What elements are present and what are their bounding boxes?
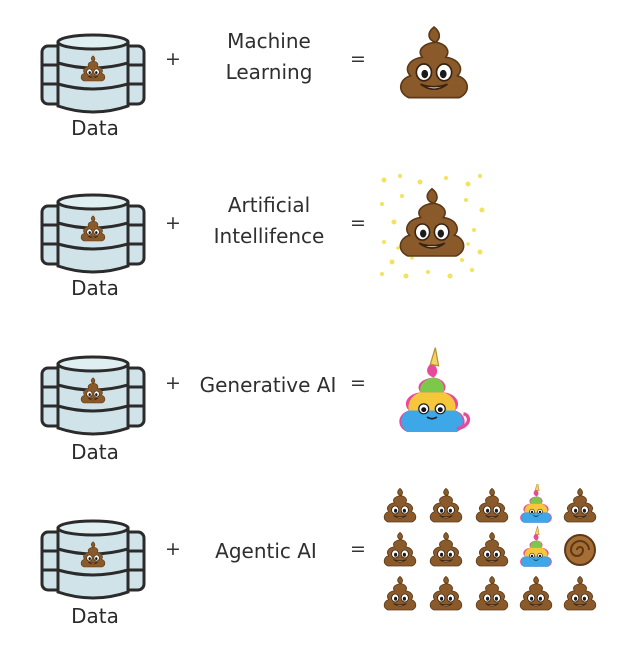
term-line-2: Learning (225, 60, 313, 84)
poop-emoji-icon (392, 22, 476, 106)
term-label: Generative AI (199, 373, 337, 397)
term-label: Artificial Intellifence (204, 190, 334, 252)
equals-sign: = (350, 48, 366, 70)
term-line-2: Intellifence (213, 224, 325, 248)
equation-row-machine-learning: Data + Machine Learning = (0, 20, 640, 180)
data-label: Data (71, 604, 119, 628)
equals-sign: = (350, 212, 366, 234)
rainbow-unicorn-poop-icon (382, 346, 482, 432)
plus-sign: + (165, 212, 181, 234)
plus-sign: + (165, 48, 181, 70)
database-icon (38, 192, 148, 276)
term-label: Agentic AI (215, 539, 317, 563)
equation-row-artificial-intelligence: Data + Artificial Intellifence = (0, 174, 640, 340)
database-icon (38, 32, 148, 116)
equals-sign: = (350, 372, 366, 394)
sparkly-poop-icon (376, 170, 488, 282)
plus-sign: + (165, 372, 181, 394)
equals-sign: = (350, 538, 366, 560)
data-label: Data (71, 116, 119, 140)
term-line-1: Artificial (227, 193, 311, 217)
data-label: Data (71, 440, 119, 464)
plus-sign: + (165, 538, 181, 560)
term-label: Machine Learning (204, 26, 334, 88)
term-line-1: Machine (227, 29, 311, 53)
equation-row-agentic-ai: Data + Agentic AI = (0, 484, 640, 666)
poop-emoji-grid-icon (380, 484, 600, 616)
database-icon (38, 354, 148, 438)
equation-row-generative-ai: Data + Generative AI = (0, 342, 640, 502)
database-icon (38, 518, 148, 602)
data-label: Data (71, 276, 119, 300)
